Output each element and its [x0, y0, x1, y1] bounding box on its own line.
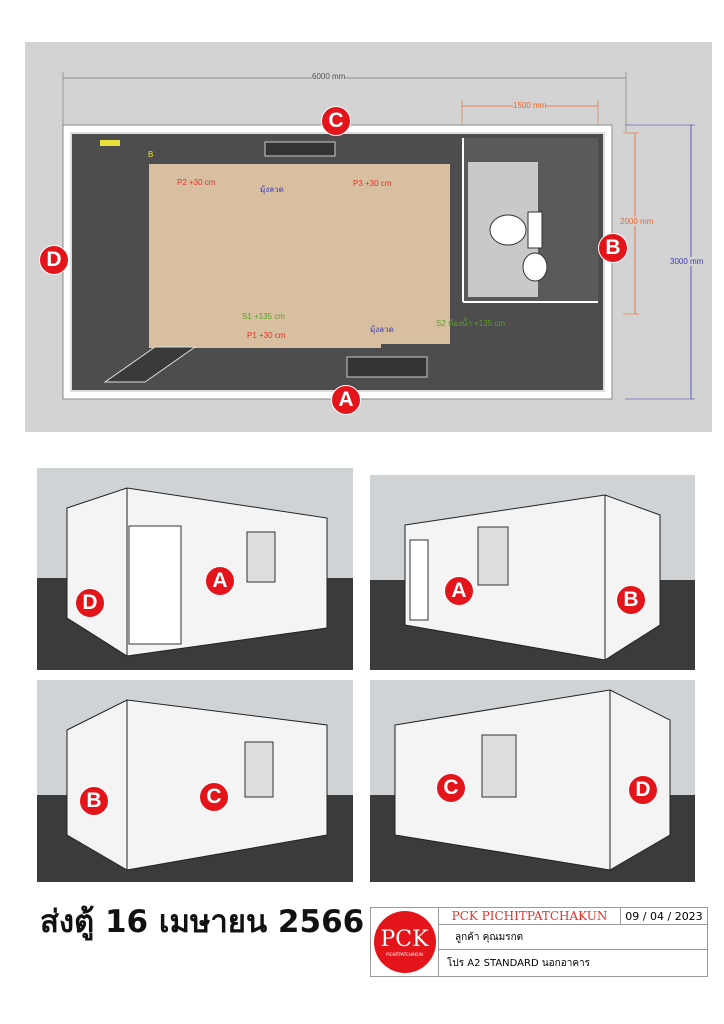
logo-text: PCK — [380, 927, 429, 952]
render-view-3: B C — [37, 680, 353, 882]
side-marker-a: A — [331, 385, 361, 415]
view-4-right-marker: D — [628, 775, 658, 805]
delivery-date-title: ส่งตู้ 16 เมษายน 2566 — [40, 904, 365, 940]
company-logo: PCK PICHITPATCHAKUN — [371, 908, 439, 976]
date: 09 / 04 / 2023 — [621, 908, 707, 925]
dim-bath-depth: 2000 mm — [620, 217, 654, 226]
model: โปร A2 STANDARD นอกอาคาร — [447, 957, 591, 969]
label-screen-bottom: มุ้งลวด — [370, 325, 394, 334]
render-view-2: A B — [370, 475, 695, 670]
label-p3: P3 +30 cm — [353, 179, 392, 188]
label-p1: P1 +30 cm — [247, 331, 286, 340]
view-2-left-marker: A — [444, 576, 474, 606]
render-view-1: D A — [37, 468, 353, 670]
company-name: PCK PICHITPATCHAKUN — [439, 908, 621, 925]
floor-plan-drawing — [62, 72, 695, 400]
view-1-right-marker: A — [205, 566, 235, 596]
view-3-right-marker: C — [199, 782, 229, 812]
label-screen-top: มุ้งลวด — [260, 185, 284, 194]
label-b: B — [148, 150, 154, 159]
logo-subtext: PICHITPATCHAKUN — [386, 952, 423, 957]
title-block: PCK PICHITPATCHAKUN PCK PICHITPATCHAKUN … — [370, 907, 708, 977]
side-marker-b: B — [598, 233, 628, 263]
dim-bath-width: 1500 mm — [513, 101, 547, 110]
customer: ลูกค้า คุณมรกต — [439, 925, 707, 950]
label-s1: S1 +135 cm — [242, 312, 285, 321]
floor-plan: 6000 mm 1500 mm 2000 mm 3000 mm B P2 +30… — [25, 42, 712, 432]
dim-length: 6000 mm — [312, 72, 346, 81]
side-marker-d: D — [39, 245, 69, 275]
view-1-left-marker: D — [75, 588, 105, 618]
view-2-right-marker: B — [616, 585, 646, 615]
view-4-left-marker: C — [436, 773, 466, 803]
label-p2: P2 +30 cm — [177, 178, 216, 187]
render-view-4: C D — [370, 680, 695, 882]
label-s2: S2 ห้องน้ำ +135 cm — [436, 319, 506, 328]
view-3-left-marker: B — [79, 786, 109, 816]
side-marker-c: C — [321, 106, 351, 136]
dim-width: 3000 mm — [670, 257, 704, 266]
